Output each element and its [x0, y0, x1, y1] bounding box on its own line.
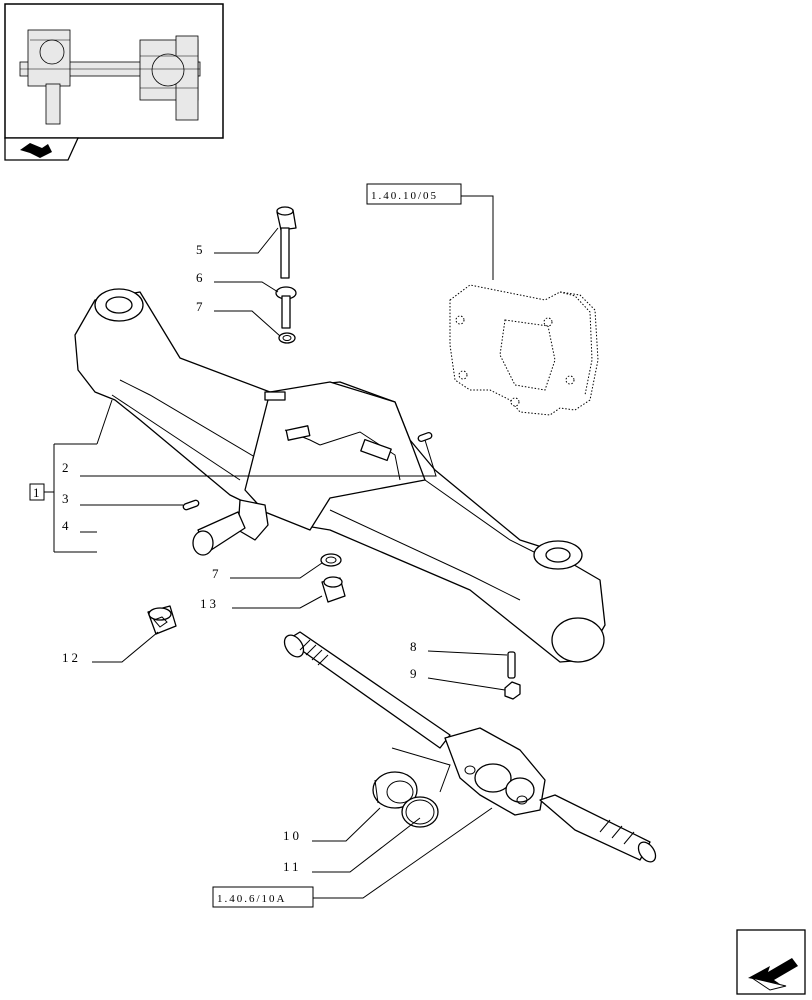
- assembly-thumbnail-icon[interactable]: [4, 3, 224, 139]
- callout-3: 3: [62, 491, 72, 506]
- housing-reference-leader: [461, 195, 494, 280]
- callout-2: 2: [62, 460, 72, 475]
- leader-7-lower: [230, 562, 323, 579]
- callout-10: 10: [283, 828, 302, 843]
- drive-shaft[interactable]: [281, 631, 659, 865]
- callout-12: 12: [62, 650, 81, 665]
- callout-7-upper: 7: [196, 299, 206, 314]
- callout-1: 1: [33, 485, 43, 500]
- leader-11: [312, 817, 421, 873]
- leader-8: [427, 650, 508, 656]
- shaft-reference-box[interactable]: 1.40.6/10A: [212, 886, 314, 908]
- ring-part-11[interactable]: [401, 796, 439, 828]
- input-stub-part-4[interactable]: [192, 511, 246, 556]
- shaft-reference-label: 1.40.6/10A: [217, 893, 287, 905]
- callout-13: 13: [200, 596, 219, 611]
- plug-part-12[interactable]: [147, 605, 177, 635]
- steering-housing-reference: [449, 284, 599, 416]
- pin-part-3[interactable]: [182, 499, 200, 511]
- callout-8: 8: [410, 639, 420, 654]
- leader-7-upper: [214, 310, 281, 337]
- seal-part-10[interactable]: [372, 771, 418, 809]
- leader-5: [214, 227, 279, 254]
- bookmark-arrow-icon[interactable]: [4, 137, 80, 161]
- callout-4: 4: [62, 518, 72, 533]
- next-page-arrow-icon[interactable]: [736, 929, 806, 995]
- callout-9: 9: [410, 666, 420, 681]
- washer-part-7-lower[interactable]: [320, 553, 342, 567]
- axle-housing[interactable]: [74, 288, 606, 663]
- screw-part-5[interactable]: [276, 206, 297, 279]
- plug-part-13[interactable]: [321, 576, 346, 603]
- leader-12: [92, 631, 159, 663]
- callout-11: 11: [283, 859, 302, 874]
- dowel-pin[interactable]: [417, 431, 433, 443]
- housing-reference-label: 1.40.10/05: [371, 190, 438, 202]
- leader-2: [80, 439, 437, 477]
- callout-7-lower: 7: [212, 566, 222, 581]
- leader-10: [312, 807, 381, 842]
- callout-5: 5: [196, 242, 206, 257]
- shaft-bracket-leader: [391, 747, 451, 793]
- bolt-part-6[interactable]: [275, 286, 297, 329]
- nut-part-9[interactable]: [504, 681, 521, 700]
- housing-reference-box[interactable]: 1.40.10/05: [366, 183, 462, 205]
- leader-13: [232, 595, 323, 609]
- o-ring-part-7-upper[interactable]: [278, 332, 296, 344]
- stud-part-8[interactable]: [507, 651, 516, 679]
- shaft-reference-leader: [313, 807, 493, 899]
- leader-6: [214, 281, 279, 293]
- leader-9: [427, 677, 506, 691]
- group-bracket: [29, 399, 113, 553]
- callout-6: 6: [196, 270, 206, 285]
